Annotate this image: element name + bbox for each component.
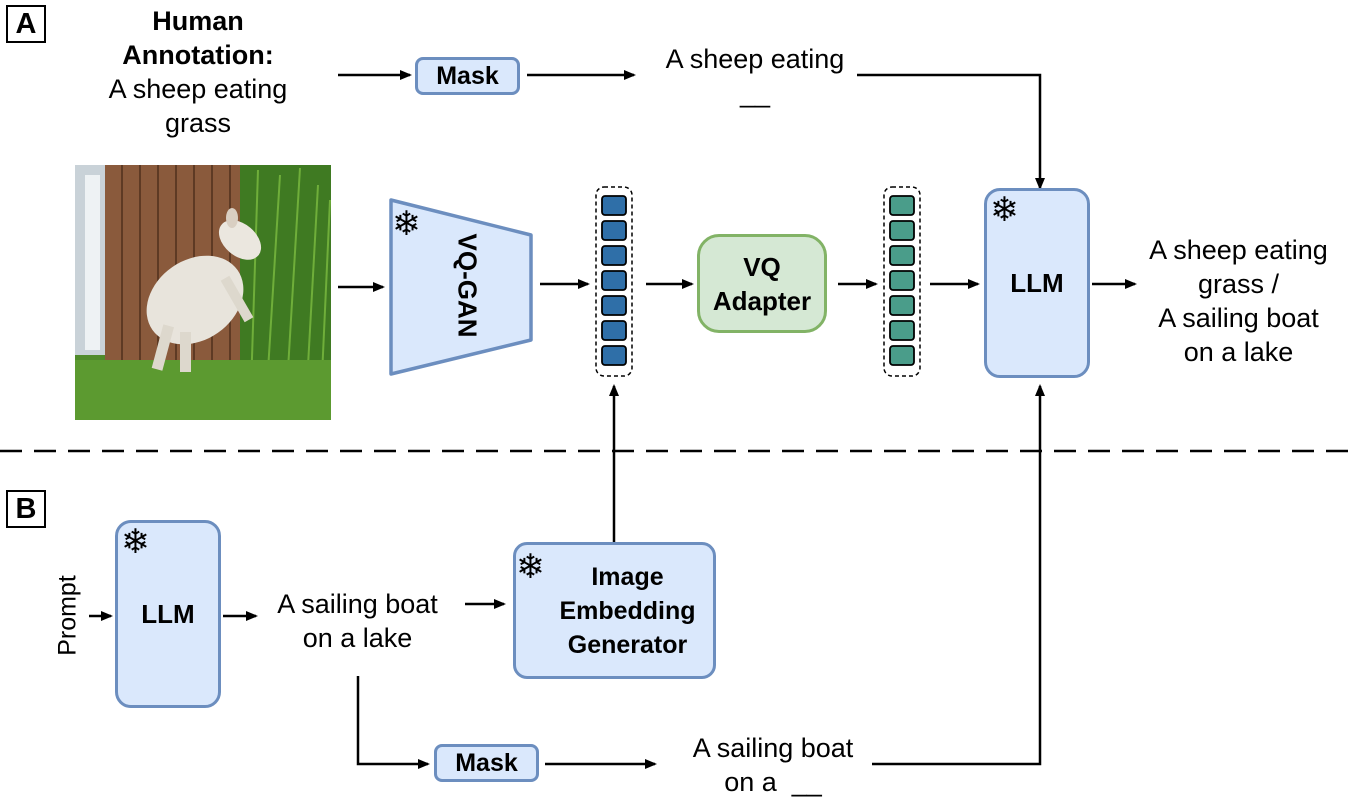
prompt-label: Prompt: [53, 575, 82, 656]
output-caption: A sheep eating grass / A sailing boat on…: [1130, 233, 1347, 369]
generated-caption: A sailing boat on a lake: [255, 587, 460, 655]
sheep-photo: [75, 165, 331, 421]
output-line3: A sailing boat: [1158, 303, 1319, 333]
mask-box-top: Mask: [415, 57, 520, 95]
token-blue: [601, 345, 627, 366]
token-green: [889, 195, 915, 216]
snowflake-icon: ❄: [516, 548, 545, 586]
human-annotation: Human Annotation: A sheep eating grass: [88, 4, 308, 140]
output-line1: A sheep eating: [1149, 235, 1328, 265]
sheep: [146, 208, 262, 372]
token-green: [889, 295, 915, 316]
annotation-title-line1: Human: [152, 6, 244, 36]
token-blue: [601, 295, 627, 316]
arrow-caption-to-mask: [356, 676, 430, 769]
section-label-b: B: [6, 490, 46, 528]
arrow-caption-to-llm: [857, 73, 1045, 190]
vq-gan-block: [389, 198, 533, 376]
adapter-line1: VQ: [743, 251, 781, 282]
token-column-blue: [595, 186, 633, 377]
snowflake-icon: ❄: [392, 205, 421, 243]
token-green: [889, 270, 915, 291]
masked-caption-bottom: A sailing boat on a __: [668, 731, 878, 799]
mask-label-bottom: Mask: [455, 748, 518, 777]
output-line4: on a lake: [1183, 337, 1294, 367]
masked-caption-bottom-line2: on a __: [724, 767, 822, 797]
adapter-line2: Adapter: [712, 285, 812, 316]
token-blue: [601, 220, 627, 241]
vq-adapter-box: VQ Adapter: [697, 234, 827, 333]
generator-line2: Embedding: [559, 596, 696, 625]
embedding-generator-box: Image Embedding Generator: [513, 542, 716, 679]
generator-line1: Image: [591, 562, 664, 591]
annotation-title-line2: Annotation:: [122, 40, 274, 70]
masked-caption-top-line2: __: [739, 78, 771, 108]
token-blue: [601, 195, 627, 216]
mask-box-bottom: Mask: [434, 744, 539, 782]
token-green: [889, 220, 915, 241]
mask-label-top: Mask: [436, 61, 499, 90]
vq-gan-label: VQ-GAN: [452, 233, 483, 338]
llm-top-label: LLM: [1010, 267, 1064, 298]
masked-caption-top-line1: A sheep eating: [665, 44, 845, 74]
generated-caption-line1: A sailing boat: [277, 589, 438, 619]
snowflake-icon: ❄: [990, 191, 1019, 229]
token-green: [889, 345, 915, 366]
token-column-green: [883, 186, 921, 377]
token-blue: [601, 320, 627, 341]
generator-line3: Generator: [567, 630, 688, 659]
snowflake-icon: ❄: [121, 523, 150, 561]
output-line2: grass /: [1197, 269, 1280, 299]
generated-caption-line2: on a lake: [302, 623, 413, 653]
annotation-text-line1: A sheep eating: [108, 74, 288, 104]
token-green: [889, 245, 915, 266]
llm-box-bottom: LLM: [115, 520, 221, 708]
llm-box-top: LLM: [984, 188, 1090, 378]
llm-bottom-label: LLM: [141, 598, 195, 629]
section-label-a: A: [6, 5, 46, 43]
annotation-text-line2: grass: [164, 108, 232, 138]
token-green: [889, 320, 915, 341]
masked-caption-top: A sheep eating __: [645, 42, 865, 110]
masked-caption-bottom-line1: A sailing boat: [692, 733, 854, 763]
token-blue: [601, 270, 627, 291]
arrow-masked-caption-to-llm: [872, 384, 1045, 766]
token-blue: [601, 245, 627, 266]
